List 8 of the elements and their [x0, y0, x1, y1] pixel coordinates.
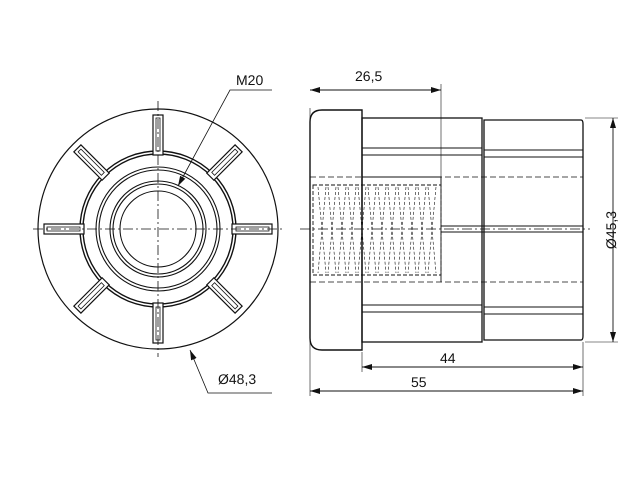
dimension-label: 55 — [411, 374, 427, 390]
callout-label: Ø48,3 — [218, 371, 256, 387]
dimension-label: Ø45,3 — [603, 210, 620, 250]
dimension-label: 26,5 — [355, 68, 382, 84]
dimension-label: 44 — [440, 350, 456, 366]
leader-line — [190, 350, 272, 394]
callout-label: M20 — [236, 72, 264, 88]
leader-line — [178, 90, 272, 186]
